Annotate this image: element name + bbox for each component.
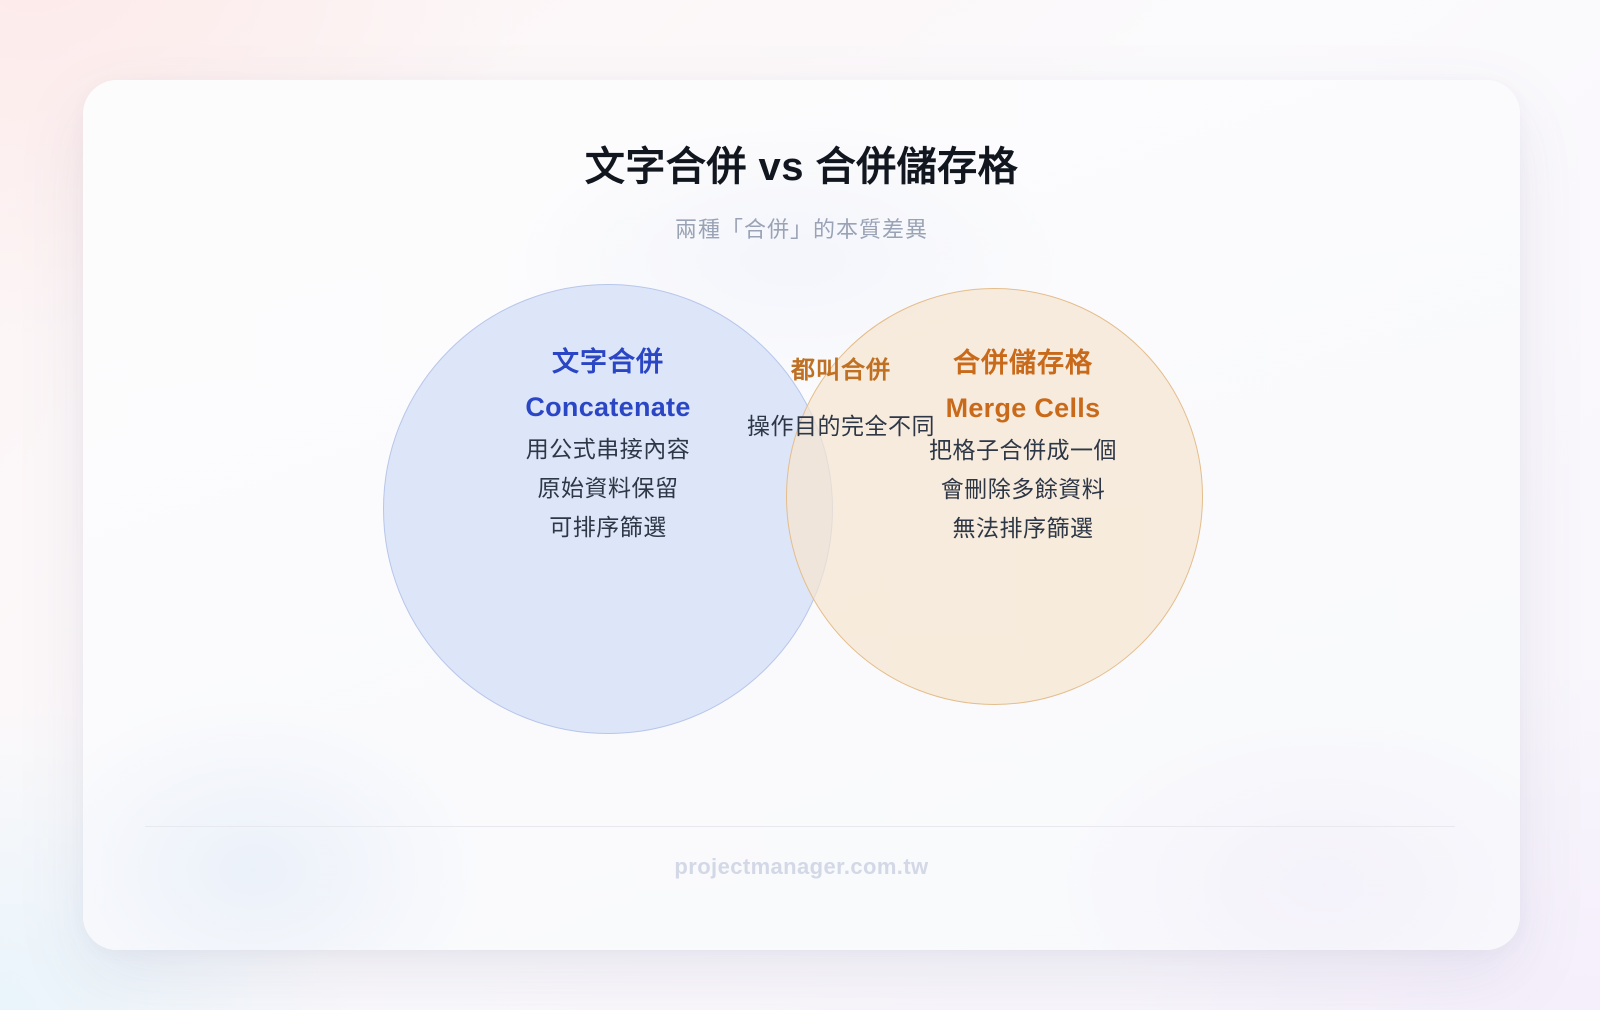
right-item-2: 會刪除多餘資料 xyxy=(940,476,1106,502)
footer-divider xyxy=(145,826,1455,827)
venn-label-overlap: 都叫合併 操作目的完全不同 xyxy=(701,350,981,441)
venn-circle-merge-cells xyxy=(786,288,1203,705)
left-item-3: 可排序篩選 xyxy=(549,514,667,540)
right-heading-en: Merge Cells xyxy=(945,393,1101,423)
content-card: 文字合併 vs 合併儲存格 兩種「合併」的本質差異 文字合併 Concatena… xyxy=(83,80,1520,950)
footer-site-label: projectmanager.com.tw xyxy=(674,854,929,879)
right-item-1: 把格子合併成一個 xyxy=(929,437,1117,463)
overlap-subtext: 操作目的完全不同 xyxy=(747,413,935,439)
venn-diagram: 文字合併 Concatenate 用公式串接內容 原始資料保留 可排序篩選 都叫… xyxy=(83,80,1520,950)
header: 文字合併 vs 合併儲存格 兩種「合併」的本質差異 xyxy=(83,142,1520,244)
venn-label-right: 合併儲存格 Merge Cells 把格子合併成一個 會刪除多餘資料 無法排序篩… xyxy=(838,350,1208,540)
overlap-heading: 都叫合併 xyxy=(791,357,891,384)
left-item-2: 原始資料保留 xyxy=(537,475,679,501)
right-item-3: 無法排序篩選 xyxy=(952,515,1094,541)
venn-circle-concatenate xyxy=(383,284,833,734)
left-heading-cn: 文字合併 xyxy=(552,347,664,377)
footer: projectmanager.com.tw xyxy=(83,854,1520,880)
page-title: 文字合併 vs 合併儲存格 xyxy=(584,145,1019,189)
right-heading-cn: 合併儲存格 xyxy=(953,348,1093,378)
page-subtitle: 兩種「合併」的本質差異 xyxy=(674,217,928,242)
left-item-1: 用公式串接內容 xyxy=(525,436,691,462)
venn-label-left: 文字合併 Concatenate 用公式串接內容 原始資料保留 可排序篩選 xyxy=(413,349,803,539)
left-heading-en: Concatenate xyxy=(525,392,691,422)
